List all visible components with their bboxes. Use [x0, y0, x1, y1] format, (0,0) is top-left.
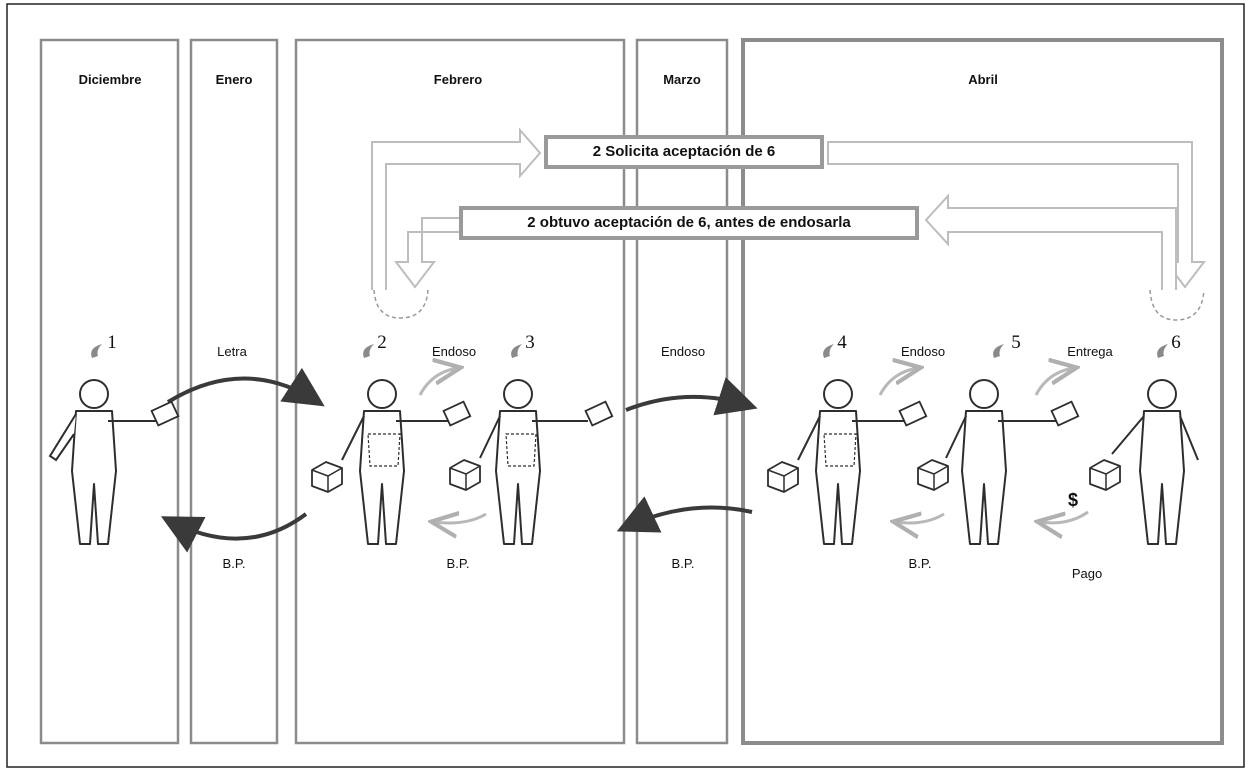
- label-bp-enero: B.P.: [223, 556, 246, 571]
- person-number-2: 2: [377, 332, 387, 354]
- label-letra: Letra: [217, 344, 247, 359]
- label-bp-febrero: B.P.: [447, 556, 470, 571]
- month-column-enero: [191, 40, 277, 743]
- person-number-1: 1: [107, 332, 117, 354]
- label-endoso-febrero: Endoso: [432, 344, 476, 359]
- month-label-marzo: Marzo: [663, 72, 701, 87]
- person-number-6: 6: [1171, 332, 1181, 354]
- person-number-3: 3: [525, 332, 535, 354]
- month-column-diciembre: [41, 40, 178, 743]
- label-endoso-abril: Endoso: [901, 344, 945, 359]
- person-number-4: 4: [837, 332, 847, 354]
- month-label-abril: Abril: [968, 72, 998, 87]
- month-label-enero: Enero: [216, 72, 253, 87]
- label-entrega: Entrega: [1067, 344, 1113, 359]
- person-number-5: 5: [1011, 332, 1021, 354]
- banner-obtuvo-aceptacion: 2 obtuvo aceptación de 6, antes de endos…: [459, 206, 919, 240]
- label-bp-marzo: B.P.: [672, 556, 695, 571]
- label-bp-abril: B.P.: [909, 556, 932, 571]
- label-endoso-marzo: Endoso: [661, 344, 705, 359]
- month-label-diciembre: Diciembre: [79, 72, 142, 87]
- currency-symbol: $: [1068, 490, 1078, 511]
- label-pago: Pago: [1072, 566, 1102, 581]
- banner-solicita-aceptacion: 2 Solicita aceptación de 6: [544, 135, 824, 169]
- month-label-febrero: Febrero: [434, 72, 482, 87]
